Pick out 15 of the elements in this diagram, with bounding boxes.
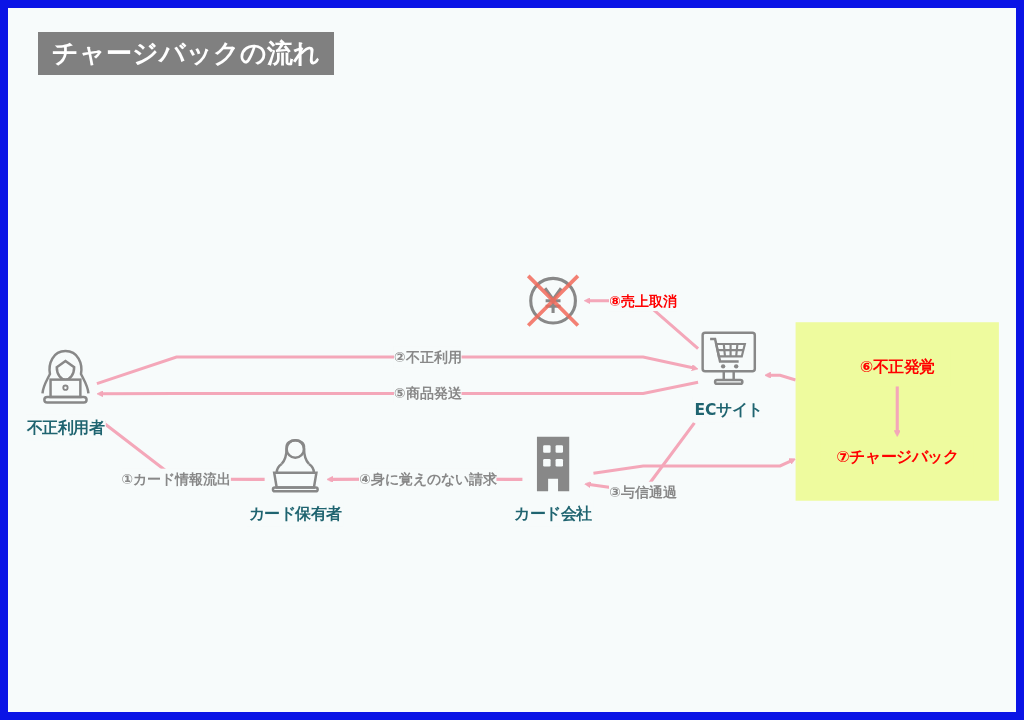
edge-label: ④身に覚えのない請求 <box>358 470 497 488</box>
arrow <box>96 380 699 398</box>
edge-label: ②不正利用 <box>393 348 462 366</box>
node-text: ⑦チャージバック <box>836 446 959 466</box>
arrow <box>593 458 796 475</box>
cluster <box>795 322 999 501</box>
diagram-title: チャージバックの流れ <box>38 32 334 75</box>
arrow <box>764 371 797 382</box>
edge-label: ⑤商品発送 <box>393 385 462 402</box>
edge-label: ⑧売上取消 <box>608 292 677 309</box>
edge-label: ①カード情報流出 <box>121 470 231 488</box>
node-text: ⑥不正発覚 <box>859 357 935 377</box>
arrow <box>96 355 699 386</box>
arrow <box>893 386 901 437</box>
edge-label: ③与信通過 <box>608 483 677 501</box>
